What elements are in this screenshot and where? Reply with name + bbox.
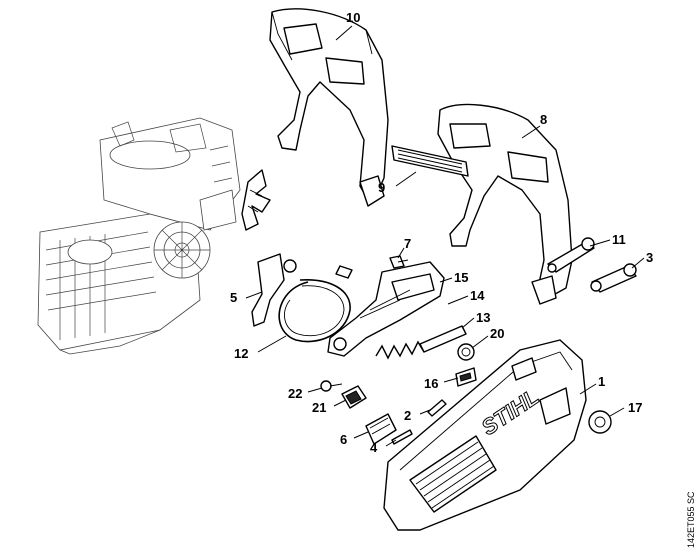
leader-lines [245, 25, 645, 447]
callout-11: 11 [612, 232, 626, 247]
nut-17 [588, 410, 612, 434]
callout-6: 6 [340, 432, 347, 447]
screw-22 [320, 380, 343, 392]
drawing-reference: 142ET055 SC [686, 491, 696, 548]
pin-4 [391, 429, 413, 445]
callout-2: 2 [404, 408, 411, 423]
callout-17: 17 [628, 400, 642, 415]
callout-9: 9 [378, 180, 385, 195]
pin-2 [427, 399, 447, 417]
callout-15: 15 [454, 270, 468, 285]
callout-3: 3 [646, 250, 653, 265]
callout-20: 20 [490, 326, 504, 341]
callout-7: 7 [404, 236, 411, 251]
callout-12: 12 [234, 346, 248, 361]
engine-block [37, 117, 241, 355]
callout-8: 8 [540, 112, 547, 127]
callout-13: 13 [476, 310, 490, 325]
callout-4: 4 [370, 440, 378, 455]
rear-handguard-10 [269, 8, 389, 207]
callout-labels: 10 8 9 7 11 3 5 15 14 13 20 12 16 1 22 2… [230, 10, 653, 455]
nut-20 [457, 343, 475, 361]
callout-16: 16 [424, 376, 438, 391]
bracket-5 [251, 253, 297, 327]
callout-10: 10 [346, 10, 360, 25]
slider-16 [455, 367, 477, 387]
linkage-arms-11-3 [547, 237, 637, 293]
brake-lever-15 [327, 261, 445, 357]
callout-22: 22 [288, 386, 302, 401]
callout-21: 21 [312, 400, 326, 415]
screw-7 [389, 255, 409, 269]
sprocket-cover-1: STIHL [383, 339, 587, 531]
front-handguard-8 [437, 103, 573, 305]
tensioner-6 [365, 413, 397, 445]
callout-5: 5 [230, 290, 237, 305]
label-plate-9 [391, 145, 469, 177]
callout-1: 1 [598, 374, 605, 389]
chain-catcher [241, 169, 271, 231]
plate-13 [419, 325, 467, 353]
block-21 [341, 385, 367, 409]
callout-14: 14 [470, 288, 485, 303]
brake-band-12 [278, 265, 353, 343]
